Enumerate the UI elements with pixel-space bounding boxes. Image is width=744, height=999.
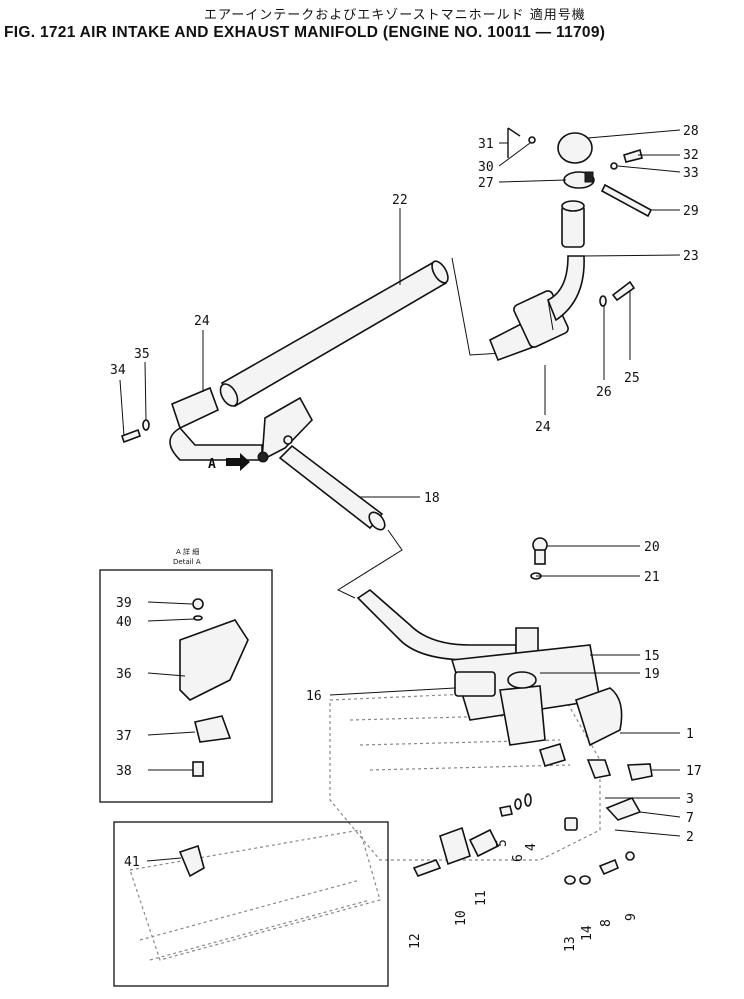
detail-label-37: 37 bbox=[116, 729, 132, 744]
label-3: 3 bbox=[686, 792, 694, 807]
callout-labels: 31 30 27 28 32 33 29 22 23 24 34 35 26 2… bbox=[110, 124, 702, 952]
exhaust-manifold bbox=[450, 537, 623, 747]
bolt-25-washer-26 bbox=[599, 280, 636, 307]
label-24-front: 24 bbox=[194, 314, 210, 329]
label-16: 16 bbox=[306, 689, 322, 704]
label-29: 29 bbox=[683, 204, 699, 219]
detail-label-40: 40 bbox=[116, 615, 132, 630]
bottom-detail-box: 41 bbox=[113, 821, 389, 987]
label-41: 41 bbox=[124, 855, 140, 870]
title-japanese: エアーインテークおよびエキゾーストマニホールド 適用号機 bbox=[204, 8, 586, 23]
label-11: 11 bbox=[474, 890, 489, 906]
label-14: 14 bbox=[580, 925, 595, 941]
detail-label-38: 38 bbox=[116, 764, 132, 779]
label-2: 2 bbox=[686, 830, 694, 845]
exhaust-pipe-18 bbox=[278, 444, 403, 599]
label-32: 32 bbox=[683, 148, 699, 163]
label-33: 33 bbox=[683, 166, 699, 181]
detail-heading-jp: A 詳 細 bbox=[176, 547, 199, 556]
label-15: 15 bbox=[644, 649, 660, 664]
label-5: 5 bbox=[495, 839, 510, 847]
detail-label-39: 39 bbox=[116, 596, 132, 611]
detail-label-36: 36 bbox=[116, 667, 132, 682]
label-1: 1 bbox=[686, 727, 694, 742]
label-34: 34 bbox=[110, 363, 126, 378]
pipe-23-with-flange bbox=[488, 200, 585, 362]
label-17: 17 bbox=[686, 764, 702, 779]
label-9: 9 bbox=[624, 913, 639, 921]
fittings-group bbox=[412, 743, 653, 885]
label-21: 21 bbox=[644, 570, 660, 585]
label-6: 6 bbox=[511, 854, 526, 862]
label-7: 7 bbox=[686, 811, 694, 826]
label-4: 4 bbox=[524, 843, 539, 851]
label-8: 8 bbox=[599, 919, 614, 927]
label-31: 31 bbox=[478, 137, 494, 152]
detail-a-box: A 詳 細 Detail A 39 40 36 37 38 bbox=[99, 547, 273, 803]
label-19: 19 bbox=[644, 667, 660, 682]
figure-title: FIG. 1721 AIR INTAKE AND EXHAUST MANIFOL… bbox=[4, 24, 606, 41]
label-30: 30 bbox=[478, 160, 494, 175]
view-arrow-a: A bbox=[208, 453, 250, 472]
label-25: 25 bbox=[624, 371, 640, 386]
arrow-a-label: A bbox=[208, 457, 216, 472]
label-23: 23 bbox=[683, 249, 699, 264]
label-12: 12 bbox=[408, 933, 423, 949]
label-26: 26 bbox=[596, 385, 612, 400]
label-27: 27 bbox=[478, 176, 494, 191]
label-22: 22 bbox=[392, 193, 408, 208]
label-18: 18 bbox=[424, 491, 440, 506]
label-24-rear: 24 bbox=[535, 420, 551, 435]
leader-lines bbox=[119, 129, 681, 837]
front-flange-and-bracket bbox=[120, 386, 313, 463]
label-13: 13 bbox=[563, 936, 578, 952]
exhaust-pipe-22 bbox=[219, 257, 521, 408]
label-28: 28 bbox=[683, 124, 699, 139]
label-10: 10 bbox=[454, 910, 469, 926]
label-20: 20 bbox=[644, 540, 660, 555]
label-35: 35 bbox=[134, 347, 150, 362]
detail-heading: Detail A bbox=[173, 558, 201, 566]
rain-cap-and-clamp bbox=[507, 127, 653, 218]
